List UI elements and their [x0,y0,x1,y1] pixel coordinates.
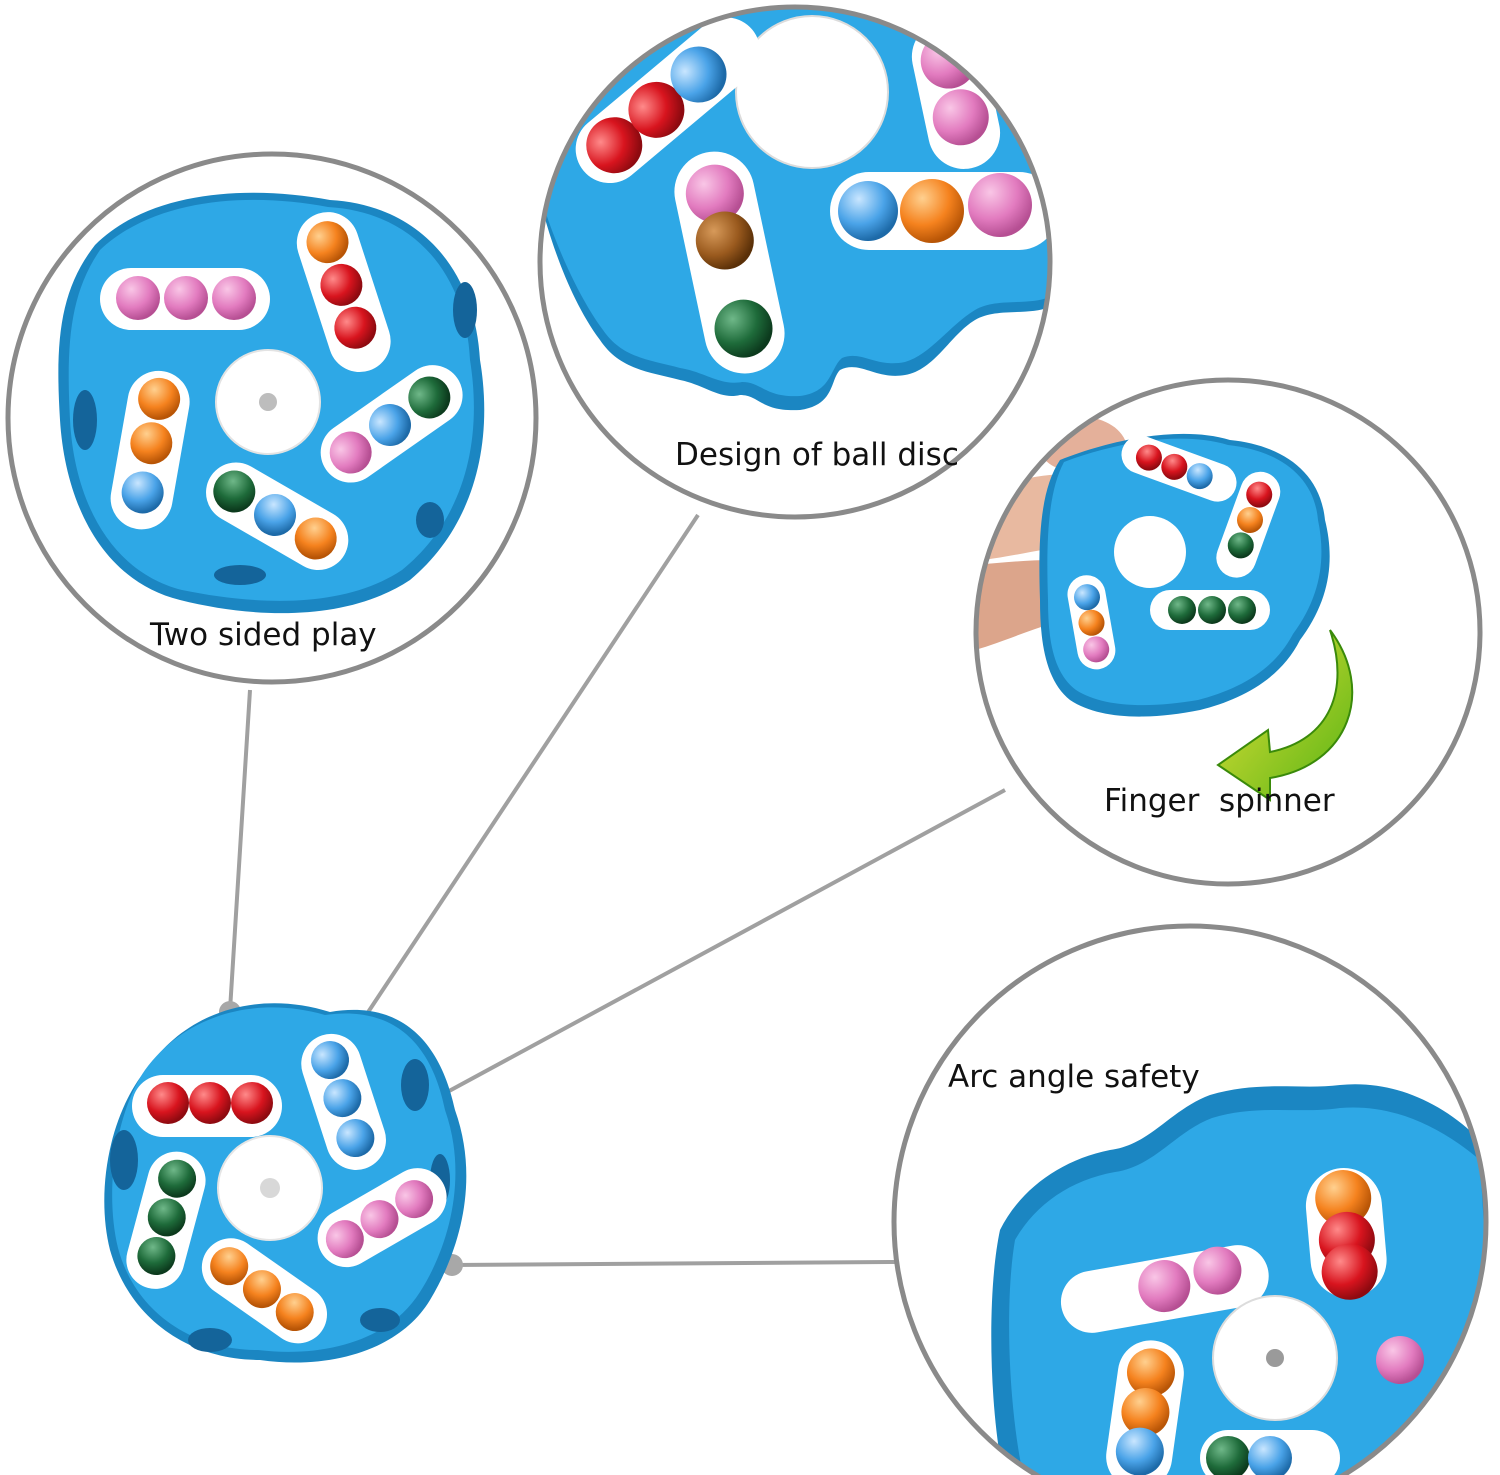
two-sided-label: Two sided play [150,617,377,653]
arc-safety-label: Arc angle safety [948,1059,1200,1095]
finger-spinner-circle [973,377,1483,887]
two-sided-circle [5,151,539,685]
arc-safety-circle [891,923,1489,1475]
main-toy [104,1003,467,1363]
curved-arrow-icon [1216,629,1354,802]
connector-lines [228,513,1006,1267]
ball-disc-label: Design of ball disc [675,437,959,473]
finger-spinner-label: Finger spinner [1104,783,1335,819]
ball-disc-circle [537,4,1053,520]
